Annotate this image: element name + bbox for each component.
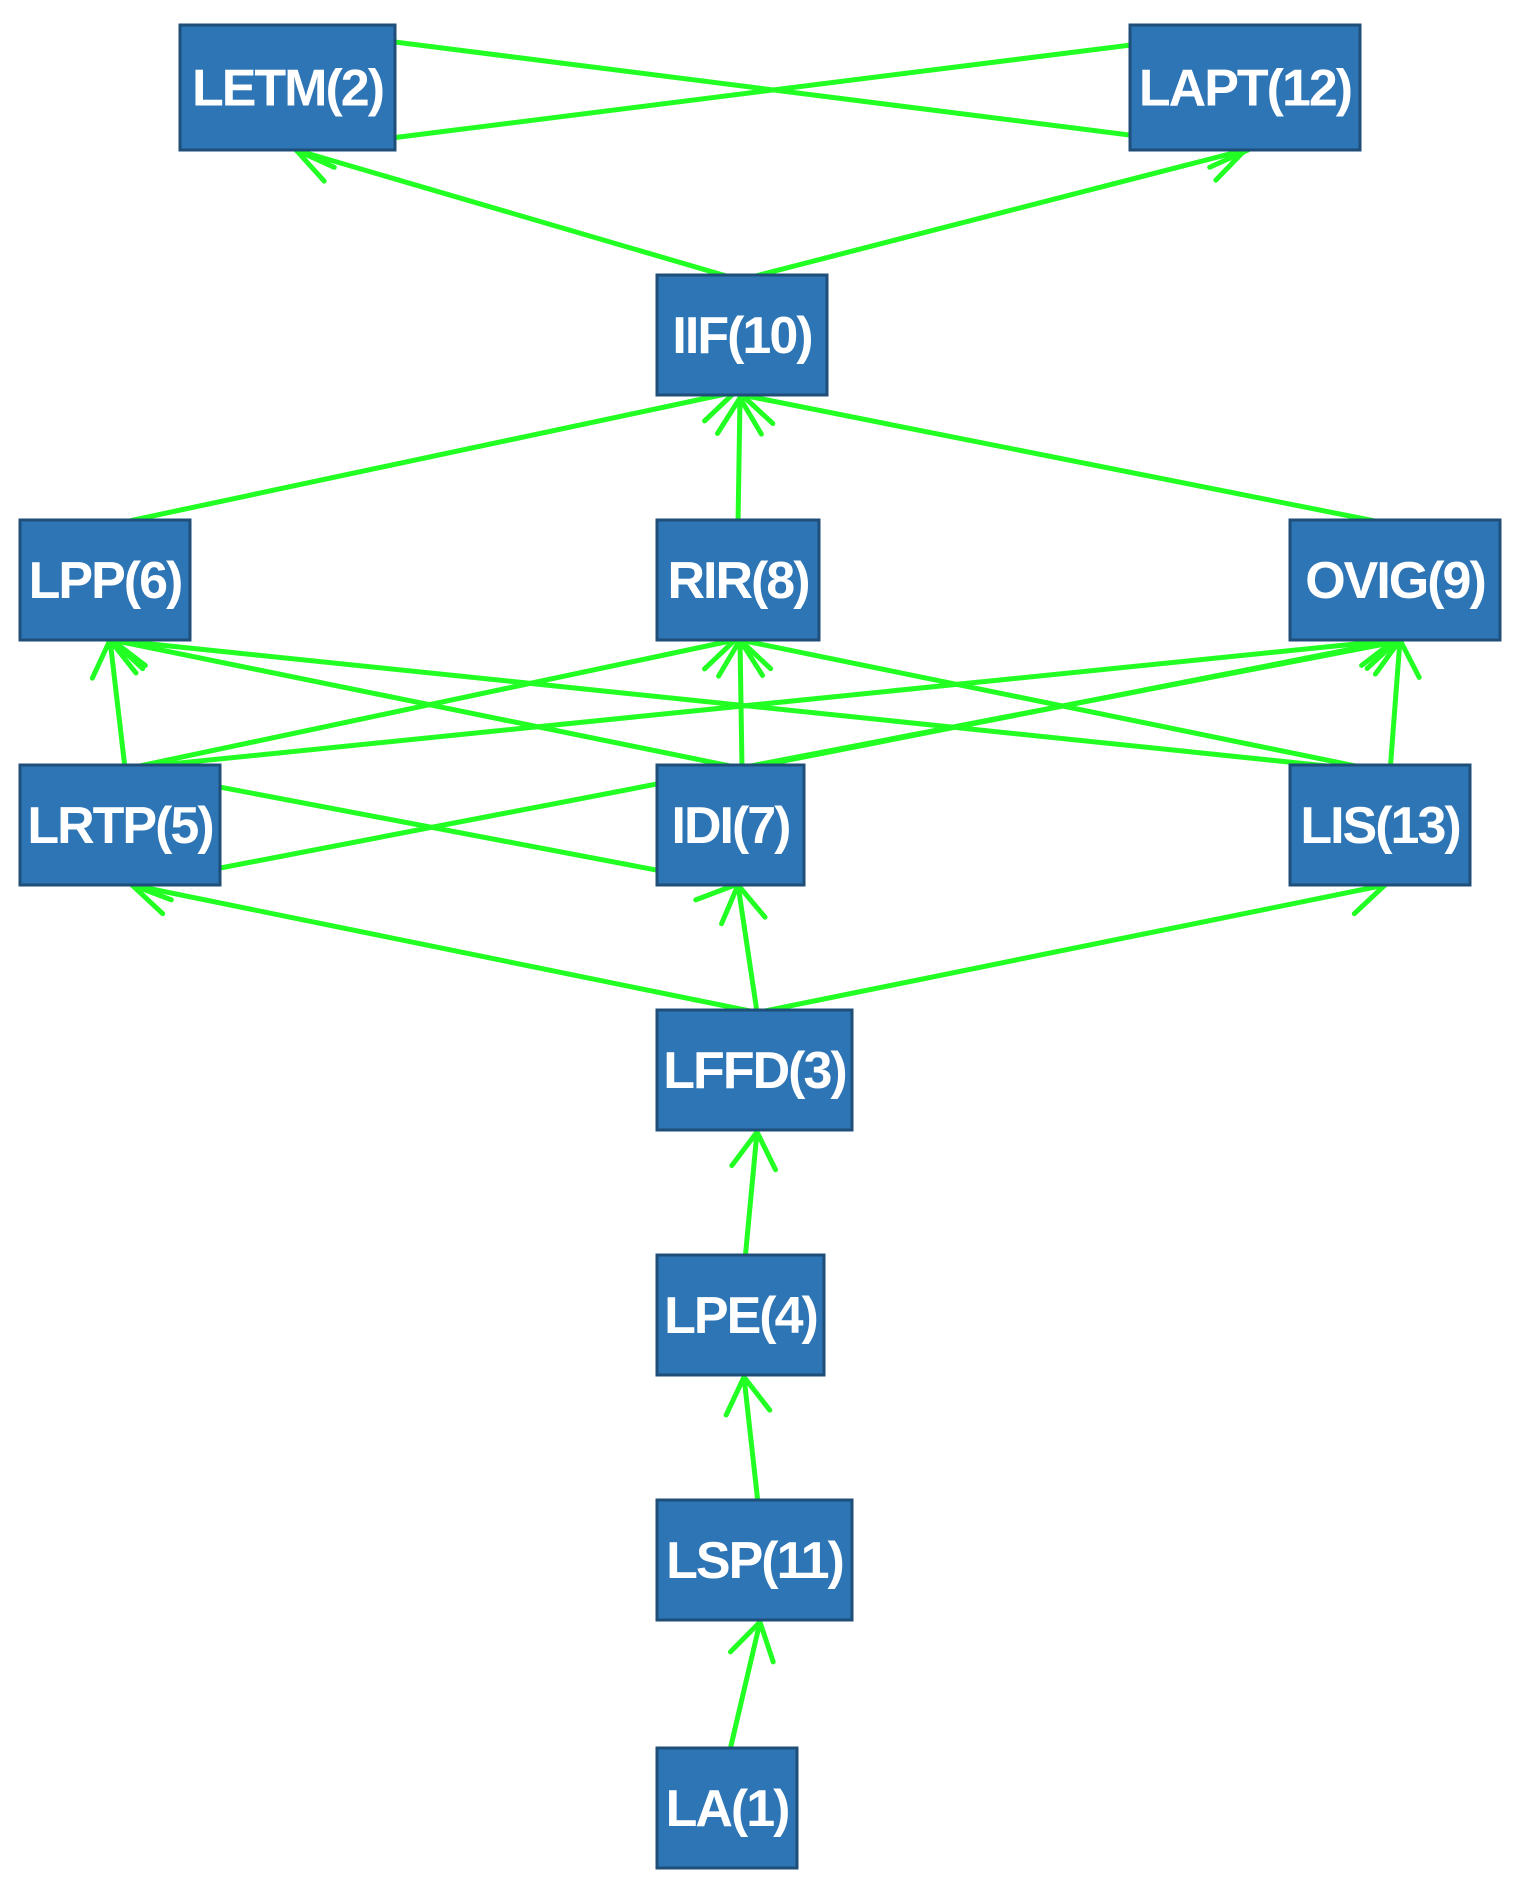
node-label: LFFD(3) [663, 1042, 845, 1100]
node-box [655, 763, 806, 887]
node-box [18, 518, 192, 642]
node-lpp: LPP(6) [18, 518, 192, 642]
edge-iif-to-lapt [737, 135, 1248, 283]
edge-rir-to-iif [714, 395, 764, 528]
node-box [178, 23, 397, 152]
edge-line [735, 882, 760, 1015]
edge-line [107, 637, 128, 771]
node-letm: LETM(2) [178, 23, 397, 152]
node-label: RIR(8) [667, 552, 808, 610]
edge-line [109, 637, 743, 771]
node-label: IDI(7) [672, 797, 790, 855]
node-label: LRTP(5) [27, 797, 212, 855]
node-label: LETM(2) [192, 60, 383, 118]
edge-line [293, 147, 743, 283]
edge-lffd-to-lrtp [129, 868, 758, 1015]
node-label: LSP(11) [666, 1532, 843, 1590]
node-lrtp: LRTP(5) [18, 763, 222, 887]
node-idi: IDI(7) [655, 763, 806, 887]
edge-iif-to-letm [293, 136, 743, 283]
node-lis: LIS(13) [1288, 763, 1472, 887]
node-lapt: LAPT(12) [1128, 23, 1362, 152]
node-box [18, 763, 222, 887]
node-box [655, 273, 829, 397]
edge-line [742, 1129, 760, 1263]
arrowhead-icon [727, 1619, 776, 1665]
node-label: LAPT(12) [1139, 60, 1351, 118]
edge-ovig-to-iif [739, 377, 1398, 528]
node-box [655, 1498, 854, 1622]
edge-line [1387, 637, 1403, 775]
edge-line [741, 1374, 761, 1506]
edge-line [293, 27, 1253, 153]
edge-line [737, 147, 1248, 283]
arrowhead-icon [729, 1129, 779, 1173]
node-box [1128, 23, 1362, 152]
edge-lffd-to-lis [757, 868, 1388, 1015]
edges-layer [89, 27, 1422, 1753]
node-label: LPP(6) [29, 552, 182, 610]
node-box [1288, 518, 1502, 642]
node-box [1288, 763, 1472, 887]
node-iif: IIF(10) [655, 273, 829, 397]
node-label: IIF(10) [672, 307, 811, 365]
node-lpe: LPE(4) [655, 1253, 826, 1377]
node-box [655, 518, 821, 642]
edge-la-to-lsp [727, 1619, 776, 1753]
edge-line [129, 882, 758, 1015]
node-box [655, 1008, 854, 1132]
edge-line [107, 389, 738, 528]
node-box [655, 1253, 826, 1377]
node-box [655, 1746, 799, 1870]
edge-lsp-to-lpe [723, 1374, 773, 1506]
edge-lpe-to-lffd [729, 1129, 779, 1263]
edge-line [735, 395, 743, 528]
node-rir: RIR(8) [655, 518, 821, 642]
edge-lis-to-ovig [1372, 637, 1422, 775]
edge-line [727, 1619, 763, 1753]
node-lsp: LSP(11) [655, 1498, 854, 1622]
node-lffd: LFFD(3) [655, 1008, 854, 1132]
edge-line [739, 392, 1398, 528]
edge-lapt-to-letm [293, 27, 1253, 170]
edge-line [127, 637, 1398, 771]
node-label: LPE(4) [664, 1287, 817, 1345]
node-label: OVIG(9) [1305, 552, 1485, 610]
arrowhead-icon [723, 1374, 773, 1418]
node-label: LA(1) [666, 1780, 789, 1838]
edge-line [109, 637, 1388, 775]
nodes-layer: LETM(2) LAPT(12) IIF(10) LPP(6) RIR(8) OVIG(9… [18, 23, 1502, 1870]
arrowhead-icon [714, 395, 764, 437]
node-la: LA(1) [655, 1746, 799, 1870]
edge-lffd-to-idi [719, 882, 768, 1015]
node-label: LIS(13) [1300, 797, 1459, 855]
edge-line [757, 882, 1388, 1015]
node-ovig: OVIG(9) [1288, 518, 1502, 642]
edge-lpp-to-iif [107, 375, 738, 528]
